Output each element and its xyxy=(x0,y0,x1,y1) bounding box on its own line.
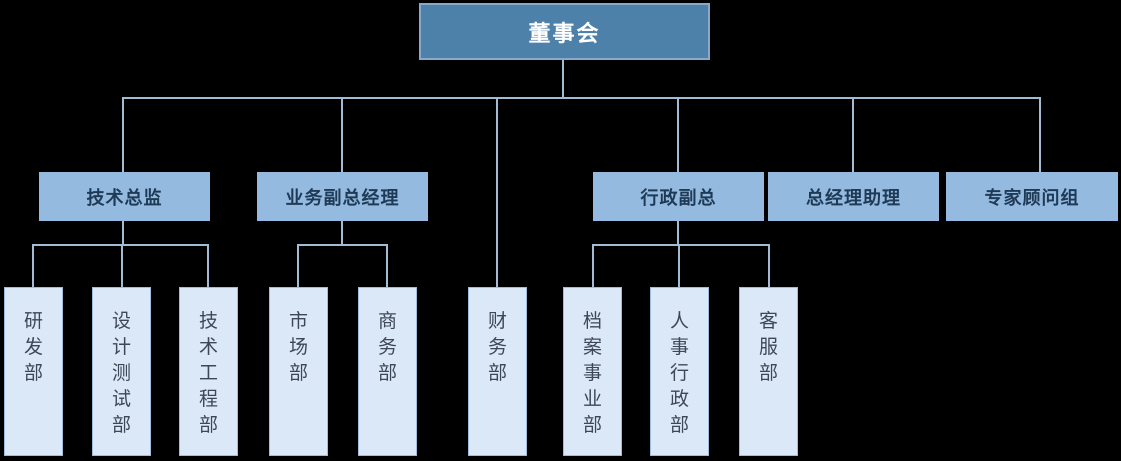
connector-business-stem xyxy=(341,221,343,245)
node-admin-deputy[interactable]: 行政副总 xyxy=(593,172,764,221)
connector-drop-rd-dept xyxy=(32,245,34,287)
node-tech-director[interactable]: 技术总监 xyxy=(39,172,210,221)
node-tech-eng-dept[interactable]: 技术工程部 xyxy=(179,287,238,456)
node-archives-dept[interactable]: 档案事业部 xyxy=(563,287,622,456)
node-label: 技术工程部 xyxy=(198,310,218,436)
connector-drop-service-dept xyxy=(768,245,770,287)
connector-drop-archives-dept xyxy=(592,245,594,287)
connector-drop-commerce-dept xyxy=(386,245,388,287)
node-board-of-directors[interactable]: 董事会 xyxy=(419,3,710,60)
connector-admin-stem xyxy=(677,221,679,245)
connector-main-rail xyxy=(122,97,1041,99)
connector-drop-finance-dept xyxy=(496,97,498,287)
node-rd-dept[interactable]: 研发部 xyxy=(4,287,63,456)
node-label: 商务部 xyxy=(377,310,397,384)
connector-root-drop xyxy=(562,60,564,98)
connector-drop-expert-advisors xyxy=(1039,97,1041,172)
connector-drop-design-test-dept xyxy=(121,245,123,287)
node-label: 董事会 xyxy=(528,21,601,47)
node-label: 业务副总经理 xyxy=(285,187,400,209)
node-label: 市场部 xyxy=(288,310,308,384)
node-label: 行政副总 xyxy=(640,187,717,209)
node-design-test-dept[interactable]: 设计测试部 xyxy=(92,287,151,456)
node-commerce-dept[interactable]: 商务部 xyxy=(358,287,417,456)
node-business-deputy-gm[interactable]: 业务副总经理 xyxy=(257,172,428,221)
node-label: 技术总监 xyxy=(86,187,163,209)
node-hr-admin-dept[interactable]: 人事行政部 xyxy=(650,287,709,456)
node-label: 客服部 xyxy=(758,310,778,384)
node-expert-advisors[interactable]: 专家顾问组 xyxy=(946,172,1118,221)
node-gm-assistant[interactable]: 总经理助理 xyxy=(768,172,939,221)
connector-admin-rail xyxy=(592,244,770,246)
node-customer-service-dept[interactable]: 客服部 xyxy=(739,287,798,456)
node-label: 档案事业部 xyxy=(582,310,602,436)
connector-drop-gm-assistant xyxy=(852,97,854,172)
connector-drop-tech-director xyxy=(122,97,124,172)
node-label: 财务部 xyxy=(487,310,507,384)
node-marketing-dept[interactable]: 市场部 xyxy=(269,287,328,456)
connector-tech-stem xyxy=(122,221,124,245)
node-label: 人事行政部 xyxy=(669,310,689,436)
connector-business-rail xyxy=(297,244,388,246)
connector-drop-marketing-dept xyxy=(297,245,299,287)
connector-drop-business-deputy xyxy=(341,97,343,172)
node-label: 总经理助理 xyxy=(806,187,901,209)
connector-tech-rail xyxy=(32,244,209,246)
node-label: 专家顾问组 xyxy=(984,187,1080,209)
node-label: 研发部 xyxy=(23,310,43,384)
node-finance-dept[interactable]: 财务部 xyxy=(468,287,527,456)
connector-drop-admin-deputy xyxy=(677,97,679,172)
connector-drop-tech-eng-dept xyxy=(207,245,209,287)
node-label: 设计测试部 xyxy=(111,310,131,436)
connector-drop-hr-admin-dept xyxy=(678,245,680,287)
